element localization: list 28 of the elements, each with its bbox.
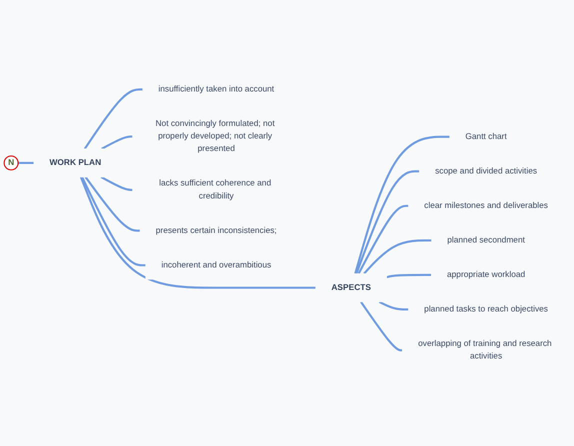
node-text: planned tasks to reach objectives xyxy=(424,304,548,314)
connector xyxy=(363,239,432,274)
connector xyxy=(354,136,450,274)
node-text: planned secondment xyxy=(447,236,525,245)
connector xyxy=(101,135,133,150)
connector xyxy=(378,300,408,311)
node-text: WORK PLAN xyxy=(49,158,102,168)
node-text: insufficiently taken into account xyxy=(158,84,274,94)
connector xyxy=(386,274,432,278)
node-text: clear milestones and deliverables xyxy=(424,201,548,210)
connector xyxy=(80,176,316,289)
connector xyxy=(355,170,420,274)
node-text: appropriate workload xyxy=(446,270,526,280)
node-text: presents certain inconsistencies; xyxy=(156,226,277,235)
connector xyxy=(358,204,408,274)
connector xyxy=(100,176,133,191)
node-text: scope and divided activities xyxy=(435,166,538,176)
node-text: Not convincingly formulated; not properly developed; not clearly presented xyxy=(156,119,275,154)
connector xyxy=(18,162,34,164)
node-text: overlapping of training and research activities xyxy=(418,339,552,361)
connector xyxy=(84,176,140,232)
node-text: Gantt chart xyxy=(465,132,507,141)
connector xyxy=(84,88,143,150)
connector xyxy=(360,301,402,352)
node-circle: N xyxy=(4,155,19,170)
node-text: incoherent and overambitious xyxy=(161,260,272,270)
node-text: lacks sufficient coherence and credibility xyxy=(159,178,272,200)
connector xyxy=(81,176,146,266)
